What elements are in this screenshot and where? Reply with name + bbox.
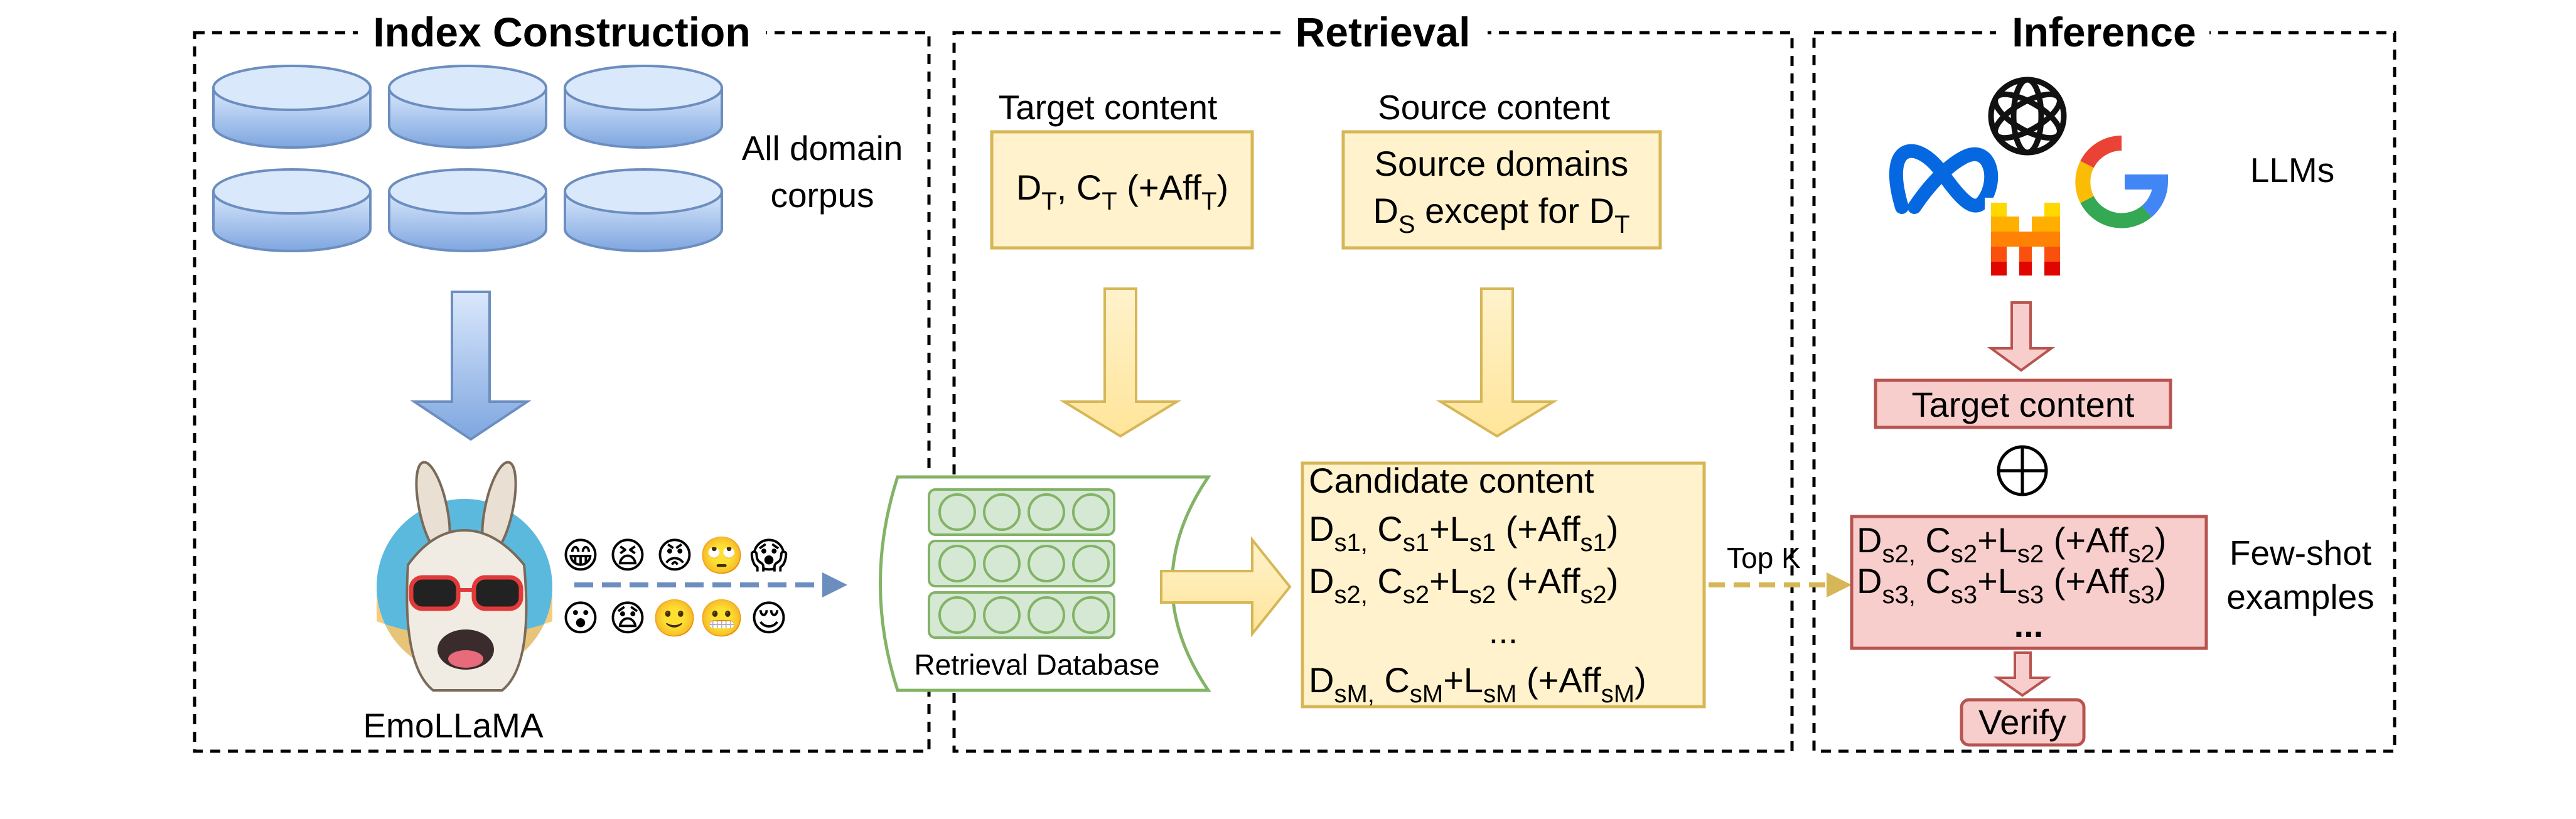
corpus-databases <box>212 65 723 252</box>
fewshot-examples-box <box>1850 515 2208 650</box>
verify-label: Verify <box>1978 702 2066 742</box>
emoji-grin-icon: 😁 <box>562 535 599 576</box>
fewshot-label-line2: examples <box>2226 577 2374 616</box>
candidate-row: DsM, CsM+LsM (+AffsM) <box>1309 660 1646 708</box>
retrieval-database <box>879 475 1211 692</box>
right-arrow-icon <box>1160 536 1292 638</box>
source-content-line2: DS except for DT <box>1373 191 1629 238</box>
emoji-anguished-icon: 😧 <box>609 598 647 639</box>
fewshot-ellipsis: ... <box>2014 605 2044 645</box>
verify-box <box>1960 698 2086 747</box>
target-content-box <box>990 130 1254 250</box>
emoji-eyeroll-icon: 🙄 <box>699 535 744 576</box>
emoji-grimace-icon: 😬 <box>699 598 744 639</box>
emoji-relieved-icon: 😌 <box>750 598 788 639</box>
emoji-smile-icon: 🙂 <box>652 598 697 639</box>
database-icon <box>564 65 723 149</box>
source-content-line1: Source domains <box>1375 144 1629 183</box>
database-icon <box>388 65 547 149</box>
retrieval-frame <box>952 31 1794 753</box>
emoji-angry-icon: 😡 <box>656 535 694 576</box>
down-arrow-icon <box>410 291 532 441</box>
llama-avatar <box>377 461 552 692</box>
corpus-label-line2: corpus <box>770 176 874 215</box>
corpus-label-line1: All domain <box>742 129 903 168</box>
target-content-inference-label: Target content <box>1912 385 2135 424</box>
fewshot-row: Ds3, Cs3+Ls3 (+Affs3) <box>1857 561 2166 609</box>
emotion-emojis: 😁 😫 😡 🙄 😱 😮 😧 🙂 😬 😌 <box>562 535 788 639</box>
llms-label: LLMs <box>2250 151 2335 190</box>
arrowhead-icon <box>822 572 847 597</box>
llm-logos <box>1889 77 2169 278</box>
database-icon <box>564 168 723 252</box>
meta-logo-icon <box>1889 144 1999 214</box>
source-content-title: Source content <box>1378 88 1610 127</box>
down-arrow-icon <box>1436 287 1559 438</box>
mistral-logo-icon <box>1985 198 2066 278</box>
target-content-title: Target content <box>999 88 1218 127</box>
google-logo-icon <box>2075 136 2169 228</box>
fewshot-row: Ds2, Cs2+Ls2 (+Affs2) <box>1857 520 2166 568</box>
concat-plus-icon <box>1997 445 2048 496</box>
candidate-row: Ds2, Cs2+Ls2 (+Affs2) <box>1309 561 1618 609</box>
emoji-surprised-icon: 😮 <box>562 598 599 639</box>
target-content-box-inference <box>1874 378 2172 429</box>
candidate-content-title: Candidate content <box>1309 461 1594 500</box>
fewshot-label-line1: Few-shot <box>2230 533 2371 572</box>
candidate-content-box <box>1301 461 1706 709</box>
target-content-formula: DT, CT (+AffT) <box>1016 168 1228 215</box>
database-icon <box>388 168 547 252</box>
topk-label: Top K <box>1727 542 1801 574</box>
down-arrow-icon <box>1987 301 2056 372</box>
retrieval-database-label: Retrieval Database <box>914 648 1159 681</box>
openai-logo-icon <box>1988 77 2067 156</box>
candidate-row: Ds1, Cs1+Ls1 (+Affs1) <box>1309 509 1618 557</box>
down-arrow-icon <box>1059 287 1182 438</box>
arrowhead-icon <box>1827 572 1852 597</box>
emoji-tired-icon: 😫 <box>609 535 647 576</box>
database-icon <box>212 168 372 252</box>
emoji-scream-icon: 😱 <box>750 535 788 576</box>
source-content-box <box>1341 130 1662 250</box>
index-construction-frame <box>193 31 931 753</box>
emollama-label: EmoLLaMA <box>363 706 544 745</box>
candidate-ellipsis: ... <box>1489 611 1518 651</box>
database-icon <box>212 65 372 149</box>
index-construction-title: Index Construction <box>373 9 750 55</box>
down-arrow-icon <box>1993 651 2052 697</box>
inference-title: Inference <box>2012 9 2196 55</box>
retrieval-title: Retrieval <box>1296 9 1471 55</box>
